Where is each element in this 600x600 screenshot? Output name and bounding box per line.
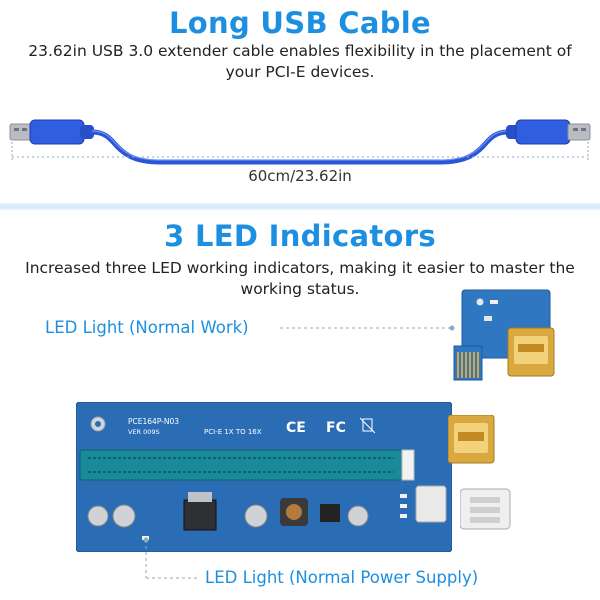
- ce-mark: CE: [286, 420, 306, 436]
- board-version: VER 009S: [128, 428, 160, 436]
- section-divider: [0, 203, 600, 210]
- usb-cable: [89, 129, 511, 165]
- weee-icon: [359, 417, 376, 434]
- callout-led-normal-work: LED Light (Normal Work): [45, 318, 249, 337]
- capacitors: [87, 504, 369, 528]
- dimension-line: [11, 142, 589, 160]
- usb-plug-right: [506, 119, 591, 145]
- pcie-16x-riser-board: PCE164P-N03 VER 009S PCI-E 1X TO 16X CE …: [76, 402, 452, 552]
- fcc-mark: FC: [326, 420, 346, 436]
- power-connector: [460, 488, 511, 530]
- cable-length-label: 60cm/23.62in: [248, 167, 352, 185]
- section-title-led: 3 LED Indicators: [164, 219, 436, 253]
- pcie-1x-adapter-card: [453, 289, 555, 381]
- usb-plug-left: [9, 119, 94, 145]
- usb3-port-gold: [448, 415, 495, 464]
- section-description-led: Increased three LED working indicators, …: [25, 259, 575, 298]
- section-title-usb-cable: Long USB Cable: [169, 6, 431, 40]
- usb-cable-illustration: [9, 119, 591, 165]
- board-model: PCE164P-N03: [128, 417, 179, 426]
- section-description-usb-cable: 23.62in USB 3.0 extender cable enables f…: [28, 42, 572, 81]
- slot-label: PCI-E 1X TO 16X: [204, 428, 262, 436]
- callout-led-normal-power: LED Light (Normal Power Supply): [205, 568, 479, 587]
